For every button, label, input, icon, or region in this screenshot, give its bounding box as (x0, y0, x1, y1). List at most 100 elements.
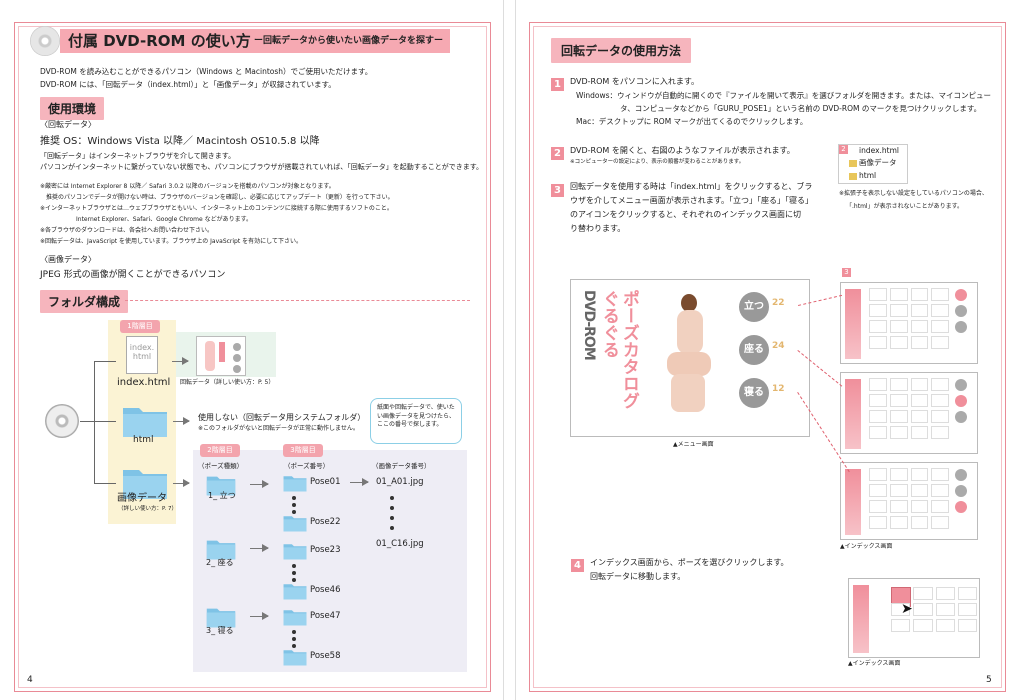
menu-screen-image: DVD-ROM ぐるぐる ポーズカタログ 立つ 22 座る 24 寝る 12 (570, 279, 810, 437)
note-line: Internet Explorer、Safari、Google Chrome な… (40, 216, 253, 223)
ext-note: 「.html」が表示されないことがあります。 (846, 203, 963, 210)
folder-icon (283, 608, 307, 626)
col-pose-num: （ポーズ番号） (284, 462, 330, 470)
arrow-icon (173, 479, 190, 487)
lie-button[interactable]: 寝る (739, 378, 769, 408)
step1-mac: Mac：デスクトップに ROM マークが出てくるのでクリックします。 (576, 117, 808, 126)
note-line: ※インターネットブラウザとは…ウェブブラウザともいい、インターネット上のコンテン… (40, 205, 393, 212)
folder-heading: フォルダ構成 (40, 290, 129, 313)
pose-num-label: Pose47 (310, 611, 341, 621)
cursor-icon: ➤ (901, 601, 913, 617)
index-thumb (840, 462, 978, 540)
arrow-icon (250, 480, 269, 488)
env-line: パソコンがインターネットに繋がっていない状態でも、パソコンにブラウザが搭載されて… (40, 163, 484, 171)
html-file-icon: index. html (126, 336, 158, 374)
step3-text: 回転データを使用する時は「index.html」をクリックすると、ブラ (570, 182, 813, 191)
folder-icon (122, 466, 168, 500)
dvd-disc-icon (45, 404, 79, 438)
image-folder-desc: （詳しい使い方：P. 7） (118, 506, 177, 512)
step-number: 1 (551, 78, 564, 91)
note-line: 推奨のパソコンでデータが開けない時は、ブラウザのバージョンを確認し、必要に応じて… (40, 194, 394, 201)
title-bar (60, 29, 450, 53)
step4-text: 回転データに移動します。 (590, 572, 686, 581)
folder-icon (283, 582, 307, 600)
pose-type-label: 2_ 座る (206, 558, 234, 567)
pose-num-label: Pose22 (310, 517, 341, 527)
disc-icon (30, 26, 60, 56)
step1-win: Windows：ウィンドウが自動的に開くので『ファイルを開いて表示』を選びフォル… (576, 91, 992, 100)
tree-line (80, 421, 94, 422)
tree-line (94, 361, 116, 362)
tree-line (94, 483, 116, 484)
page-number: 5 (986, 675, 992, 685)
left-page: 付属 DVD-ROM の使い方 ー回転データから使いたい画像データを探すー DV… (0, 0, 504, 700)
model-figure (667, 294, 711, 414)
folder-icon (206, 538, 236, 560)
file-item: 画像データ (859, 158, 897, 167)
folder-icon (849, 160, 857, 167)
menu-brand: ぐるぐる (598, 290, 619, 358)
tier3-tag: 3階層目 (283, 444, 323, 457)
step3-text: のアイコンをクリックすると、それぞれのインデックス画面に切 (570, 210, 802, 219)
step-number: 3 (551, 184, 564, 197)
col-image-num: （画像データ番号） (372, 462, 431, 470)
tier23-band (193, 450, 467, 672)
step-number: 2 (551, 147, 564, 160)
tree-line (94, 361, 95, 483)
env-line: 「回転データ」はインターネットブラウザを介して開きます。 (40, 152, 236, 160)
index-caption: ▲インデックス画面 (848, 660, 901, 667)
step2-text: DVD-ROM を開くと、右図のようなファイルが表示されます。 (570, 146, 795, 155)
ext-note: ※拡張子を表示しない設定をしているパソコンの場合、 (839, 190, 988, 197)
sit-button[interactable]: 座る (739, 335, 769, 365)
page-subtitle: ー回転データから使いたい画像データを探すー (254, 36, 444, 46)
folder-icon (206, 474, 236, 496)
folder-icon (283, 474, 307, 492)
menu-thumb (196, 336, 246, 376)
note-line: ※回転データは、JavaScript を使用しています。ブラウザ上の JavaS… (40, 238, 302, 245)
arrow-icon (172, 357, 189, 365)
pose-num-label: Pose23 (310, 545, 341, 555)
html-desc: 使用しない（回転データ用システムフォルダ） (198, 413, 366, 422)
pose-type-label: 3_ 寝る (206, 626, 234, 635)
stand-button[interactable]: 立つ (739, 292, 769, 322)
file-label: 01_A01.jpg (376, 477, 424, 487)
intro-line: DVD-ROM には、「回転データ（index.html）」と「画像データ」が収… (40, 80, 336, 89)
step-number: 3 (842, 268, 851, 277)
dashed-rule (125, 300, 470, 301)
file-label: 01_C16.jpg (376, 539, 424, 549)
index-thumb (840, 282, 978, 364)
folder-icon (283, 542, 307, 560)
pose-num-label: Pose58 (310, 651, 341, 661)
col-pose-type: （ポーズ種類） (198, 462, 244, 470)
step3-text: ウザを介してメニュー画面が表示されます。「立つ」「座る」「寝る」 (570, 196, 813, 205)
right-page: 回転データの使用方法 1 DVD-ROM をパソコンに入れます。 Windows… (515, 0, 1019, 700)
folder-icon (283, 648, 307, 666)
index-thumb (840, 372, 978, 454)
note-line: ※各ブラウザのダウンロードは、各会社へお問い合わせ下さい。 (40, 227, 214, 234)
index-html-label: index.html (117, 377, 171, 388)
index-desc: 回転データ（詳しい使い方：P. 5） (180, 379, 275, 386)
arrow-icon (173, 417, 190, 425)
index-thumb-click: ➤ (848, 578, 980, 658)
note-line: ※厳密には Internet Explorer 8 以降／ Safari 3.0… (40, 183, 335, 190)
step2-note: ※コンピューターの設定により、表示の順番が変わることがあります。 (570, 159, 745, 165)
menu-dvd: DVD-ROM (580, 290, 597, 360)
folder-icon (122, 404, 168, 438)
env-os: 推奨 OS：Windows Vista 以降／ Macintosh OS10.5… (40, 136, 320, 147)
file-item: html (859, 171, 877, 180)
folder-icon (206, 606, 236, 628)
tip-bubble: 紙面や回転データで、使いたい画像データを見つけたら、ここの番号で探します。 (370, 398, 462, 444)
page-number: 4 (27, 675, 33, 685)
index-caption: ▲インデックス画面 (840, 543, 893, 550)
image-folder-label: 画像データ (117, 493, 167, 504)
step1-win: タ、コンピュータなどから「GURU_POSE1」という名前の DVD-ROM の… (620, 104, 982, 113)
step1-text: DVD-ROM をパソコンに入れます。 (570, 77, 700, 86)
count-badge: 22 (772, 298, 785, 308)
page-title: 付属 DVD-ROM の使い方 (68, 32, 251, 50)
intro-line: DVD-ROM を読み込むことができるパソコン（Windows と Macint… (40, 67, 373, 76)
tree-line (94, 421, 116, 422)
usage-heading: 回転データの使用方法 (551, 38, 692, 63)
pose-type-label: 1_ 立つ (208, 491, 236, 500)
pose-num-label: Pose01 (310, 477, 341, 487)
html-folder-label: html (133, 435, 154, 445)
